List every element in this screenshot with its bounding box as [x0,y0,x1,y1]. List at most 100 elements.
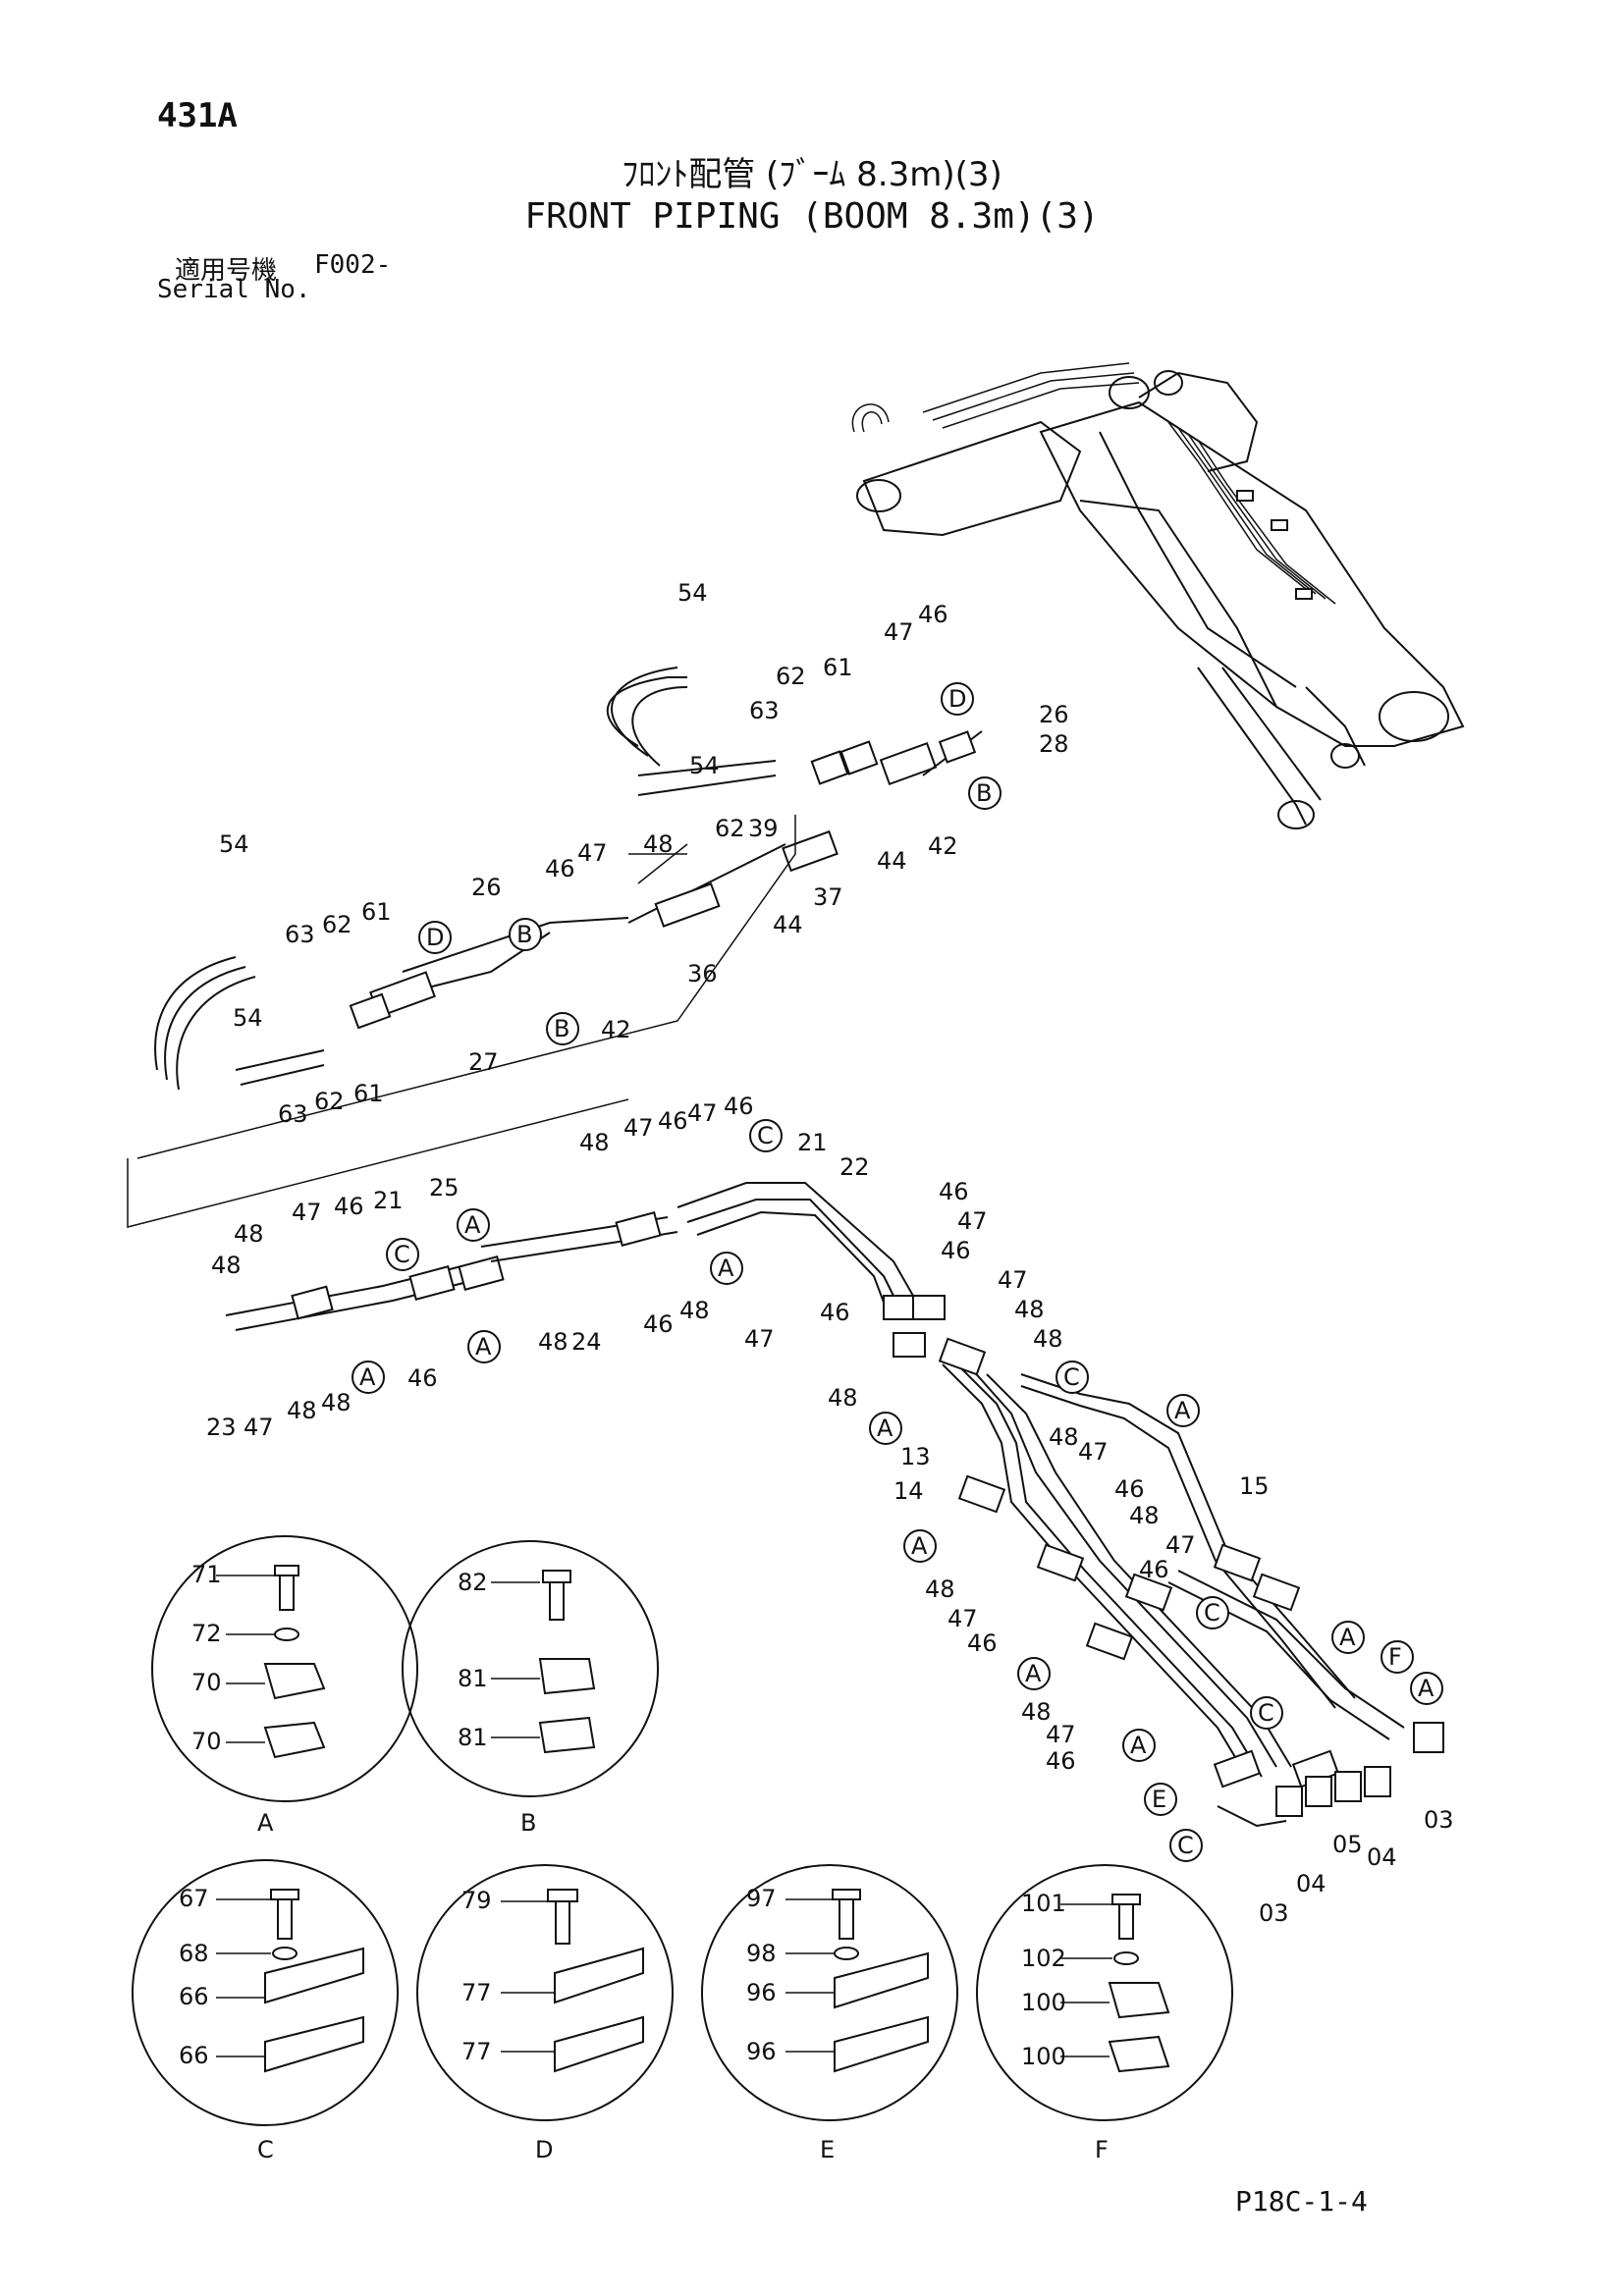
detail-B-part-1: 82 [458,1569,488,1596]
callout: 39 [748,815,779,842]
detail-ref-D: D [948,685,966,713]
detail-E-part-1: 97 [746,1885,777,1912]
callout: 46 [941,1237,971,1264]
callout: 15 [1239,1472,1270,1500]
detail-ref-C: C [1258,1699,1274,1727]
callout: 21 [797,1129,828,1156]
detail-F-label: F [1095,2136,1109,2163]
detail-ref-B: B [516,921,532,948]
serial-label-japanese: 適用号機 [175,256,278,286]
callout: 46 [1139,1556,1169,1583]
detail-ref-C: C [1177,1832,1194,1859]
callout: 62 [776,663,806,690]
callout: 48 [287,1397,317,1424]
detail-ref-A: A [1174,1397,1191,1424]
callout: 47 [1046,1721,1076,1748]
callout: 48 [828,1384,858,1412]
title-japanese: ﾌﾛﾝﾄ配管 (ﾌﾞｰﾑ 8.3m)(3) [622,155,1002,194]
page-reference: P18C-1-4 [1235,2185,1368,2217]
detail-ref-A: A [475,1333,492,1361]
callout: 48 [1014,1296,1045,1323]
detail-ref-A: A [911,1532,928,1560]
callout: 21 [373,1187,404,1214]
middle-pipe-assembly [225,1182,946,1358]
detail-ref-C: C [757,1122,774,1149]
detail-ref-C: C [394,1241,410,1268]
detail-reference-markers: D B B D B C A C A A A C A A A C A A F [352,682,1443,1862]
callout: 42 [601,1016,631,1043]
callout: 54 [233,1004,263,1032]
callout: 63 [285,921,315,948]
callout: 47 [1165,1531,1196,1559]
callout: 62 [322,911,352,938]
detail-ref-C: C [1063,1363,1080,1391]
callout: 62 [715,815,745,842]
detail-D-part-3: 77 [461,2038,492,2065]
callout: 61 [361,898,392,926]
callout: 46 [658,1107,688,1135]
callouts-upper: 54 54 47 46 62 61 63 26 28 62 39 42 44 3… [219,579,1069,1128]
detail-A-part-4: 70 [191,1728,222,1755]
detail-C-part-2: 68 [179,1940,209,1967]
detail-ref-A: A [718,1255,734,1282]
callout: 48 [579,1129,610,1156]
detail-E-label: E [820,2136,835,2163]
detail-C-part-3: 66 [179,1983,209,2010]
callout: 47 [957,1207,988,1235]
callout: 13 [900,1443,931,1470]
callout: 63 [278,1100,308,1128]
detail-C-part-1: 67 [179,1885,209,1912]
detail-B-label: B [520,1809,536,1837]
detail-B-part-2: 81 [458,1665,488,1692]
detail-ref-B: B [976,779,992,807]
detail-E: 97 98 96 96 E [701,1864,958,2163]
detail-ref-A: A [1025,1660,1042,1687]
detail-C: 67 68 66 66 C [132,1859,399,2163]
callout: 42 [928,832,958,860]
callout: 47 [623,1114,654,1142]
detail-E-part-2: 98 [746,1940,777,1967]
detail-D-part-2: 77 [461,1979,492,2006]
upper-pipe-assembly [127,667,983,1228]
callout: 25 [429,1174,460,1201]
detail-B-part-3: 81 [458,1724,488,1751]
callout: 46 [967,1629,998,1657]
callout: 44 [773,911,803,938]
callout: 27 [468,1048,499,1076]
detail-F-part-4: 100 [1021,2043,1066,2070]
detail-ref-D: D [426,924,444,951]
callout: 48 [538,1328,568,1356]
callout: 61 [353,1080,384,1107]
detail-ref-A: A [877,1415,893,1442]
detail-ref-B: B [554,1015,569,1042]
serial-value: F002- [314,250,392,280]
callout: 46 [918,601,948,628]
serial-label-english: Serial No. [157,275,311,304]
callout: 26 [1039,701,1069,728]
callout: 22 [839,1153,870,1181]
callout: 48 [234,1220,264,1248]
callout: 54 [689,752,720,779]
detail-ref-A: A [359,1363,376,1391]
callout: 47 [577,839,608,867]
detail-A-label: A [257,1809,274,1837]
detail-ref-A: A [1418,1675,1435,1702]
callout: 44 [877,847,907,875]
detail-F-part-3: 100 [1021,1989,1066,2016]
callout: 03 [1424,1806,1454,1834]
callout: 47 [687,1099,718,1127]
page-code: 431A [157,96,238,135]
callout: 28 [1039,730,1069,758]
boom-overview-illustration [851,362,1465,829]
detail-F-part-2: 102 [1021,1945,1066,1972]
callout: 48 [1033,1325,1063,1353]
callout: 48 [643,830,674,858]
callout: 23 [206,1414,237,1441]
detail-F-part-1: 101 [1021,1890,1066,1917]
callout: 46 [334,1193,364,1220]
detail-A: 71 72 70 70 A [151,1535,418,1837]
callout: 46 [939,1178,969,1205]
callout: 48 [925,1575,955,1603]
detail-E-part-4: 96 [746,2038,777,2065]
